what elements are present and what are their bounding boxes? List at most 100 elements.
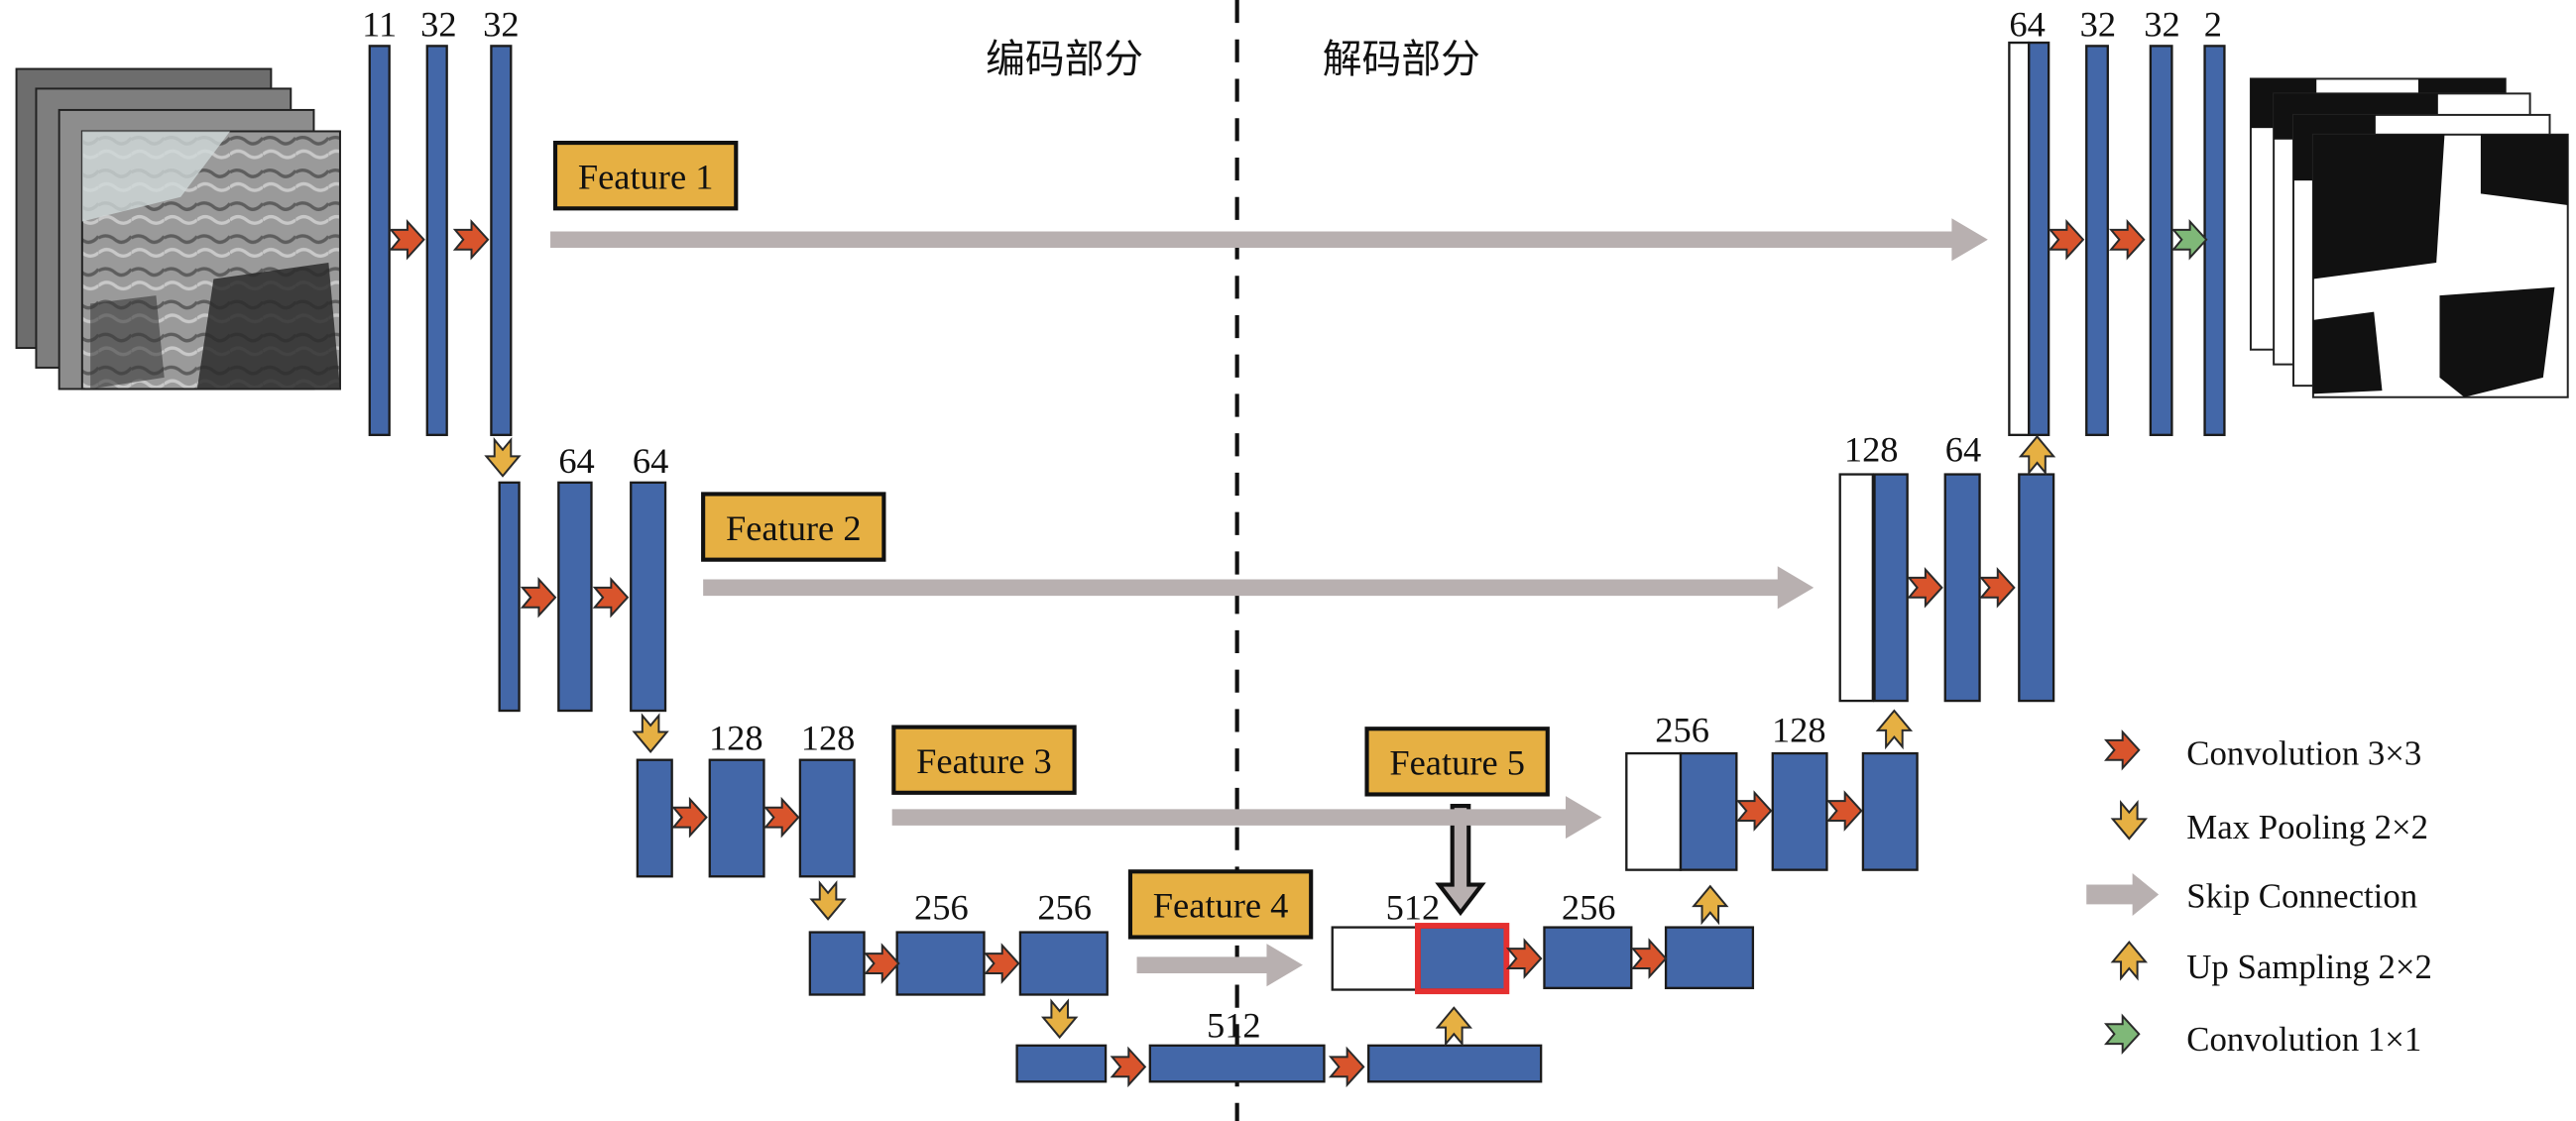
- dec2-label-2: 64: [1945, 429, 1981, 469]
- conv3-arrow: [1110, 1046, 1147, 1088]
- dec4-block-3: [1664, 926, 1755, 990]
- dec4-label-1: 512: [1386, 887, 1441, 927]
- conv3-arrow: [389, 218, 425, 261]
- dec2-block-2: [1943, 473, 1981, 703]
- decoder-label: 解码部分: [1323, 37, 1480, 82]
- legend-item: Skip Connection: [2086, 872, 2417, 917]
- bottleneck-label: 512: [1207, 1006, 1261, 1046]
- conv3-arrow: [520, 576, 557, 618]
- conv3-arrow: [2108, 218, 2146, 261]
- dec4-label-2: 256: [1562, 887, 1616, 927]
- dec3-block-1: [1679, 751, 1738, 871]
- gray-arrow-icon: [2086, 872, 2160, 917]
- dec2-block-1: [1873, 473, 1909, 703]
- dec3-label-2: 128: [1772, 710, 1826, 749]
- upsample-arrow: [1875, 709, 1914, 750]
- dec4-block-1: [1418, 926, 1506, 991]
- enc2-block-1: [498, 481, 521, 713]
- skip-connection-3: [891, 796, 1602, 840]
- up-arrow-icon: [2110, 940, 2149, 981]
- conv3-arrow: [452, 218, 490, 261]
- conv3-arrow: [1328, 1046, 1365, 1088]
- conv3-arrow: [2048, 218, 2085, 261]
- maxpool-arrow: [484, 437, 522, 478]
- enc1-block-2: [425, 45, 448, 436]
- maxpool-arrow: [632, 713, 669, 753]
- enc2-label-1: 64: [558, 441, 594, 481]
- conv3-arrow: [1907, 567, 1943, 609]
- legend-label: Convolution 3×3: [2186, 734, 2421, 773]
- svg-text:Feature 3: Feature 3: [916, 741, 1052, 781]
- red-arrow-icon: [2104, 729, 2141, 771]
- legend-label: Max Pooling 2×2: [2186, 808, 2428, 846]
- dec1-label-4: 2: [2204, 4, 2222, 44]
- enc1-block-1: [368, 45, 391, 436]
- enc1-label-3: 32: [483, 4, 519, 44]
- conv3-arrow: [671, 796, 708, 839]
- enc1-label-1: 11: [362, 4, 397, 44]
- legend-label: Skip Connection: [2186, 877, 2417, 916]
- svg-text:Feature 1: Feature 1: [578, 157, 714, 196]
- dec2-concat-block: [1838, 473, 1875, 703]
- enc1-block-3: [490, 45, 513, 436]
- svg-text:Feature 2: Feature 2: [726, 508, 862, 548]
- feature-box-5: Feature 5: [1364, 727, 1550, 797]
- legend-item: Up Sampling 2×2: [2110, 940, 2432, 986]
- enc4-block-2: [895, 931, 986, 996]
- enc3-label-2: 128: [801, 719, 856, 758]
- conv3-arrow: [1505, 938, 1543, 979]
- conv1-arrow: [2170, 218, 2208, 261]
- enc3-block-2: [708, 758, 765, 878]
- green-arrow-icon: [2104, 1013, 2141, 1056]
- conv3-arrow: [592, 576, 630, 618]
- enc3-block-3: [798, 758, 856, 878]
- dec3-block-3: [1861, 751, 1919, 871]
- upsample-arrow: [2018, 434, 2056, 476]
- dec4-concat-block: [1331, 926, 1420, 991]
- conv3-arrow: [1735, 790, 1773, 832]
- dec1-block-2: [2085, 45, 2109, 436]
- skip-connection-2: [703, 566, 1815, 610]
- maxpool-arrow: [809, 880, 847, 921]
- enc4-label-2: 256: [1037, 887, 1092, 927]
- svg-text:Feature 5: Feature 5: [1389, 743, 1525, 783]
- dec2-block-3: [2018, 473, 2055, 703]
- conv3-arrow: [762, 796, 800, 839]
- conv3-arrow: [864, 943, 900, 984]
- dec1-block-1: [2028, 41, 2050, 436]
- maxpool-arrow: [1041, 998, 1079, 1040]
- upsample-arrow: [1435, 1006, 1473, 1047]
- feature-box-3: Feature 3: [891, 725, 1077, 795]
- legend-item: Max Pooling 2×2: [2110, 800, 2428, 846]
- dec3-label-1: 256: [1655, 710, 1709, 749]
- feature-box-1: Feature 1: [552, 140, 739, 211]
- upsample-arrow: [1692, 884, 1729, 926]
- feature-box-4: Feature 4: [1127, 869, 1314, 940]
- legend-item: Convolution 1×1: [2104, 1013, 2421, 1059]
- svg-text:Feature 4: Feature 4: [1153, 886, 1289, 926]
- legend-item: Convolution 3×3: [2104, 729, 2421, 773]
- skip-connection-1: [550, 218, 1988, 262]
- enc2-block-3: [630, 481, 667, 713]
- dec2-label-1: 128: [1844, 429, 1899, 469]
- enc4-block-3: [1018, 931, 1109, 996]
- bottleneck-block-1: [1015, 1044, 1108, 1083]
- enc3-label-1: 128: [709, 719, 763, 758]
- dec1-concat-block: [2008, 41, 2031, 436]
- encoder-label: 编码部分: [986, 37, 1143, 82]
- dec4-block-2: [1543, 926, 1633, 990]
- conv3-arrow: [1630, 938, 1668, 979]
- legend-label: Convolution 1×1: [2186, 1020, 2421, 1059]
- dec1-block-4: [2203, 45, 2226, 436]
- feature-box-2: Feature 2: [701, 492, 886, 562]
- bottleneck-block-2: [1148, 1044, 1326, 1083]
- legend-label: Up Sampling 2×2: [2186, 948, 2432, 986]
- dec3-block-2: [1771, 751, 1828, 871]
- dec3-concat-block: [1625, 751, 1683, 871]
- conv3-arrow: [1825, 790, 1863, 832]
- enc1-label-2: 32: [420, 4, 456, 44]
- output-mask-stack: [2249, 77, 2569, 398]
- skip-connection-4: [1136, 944, 1303, 987]
